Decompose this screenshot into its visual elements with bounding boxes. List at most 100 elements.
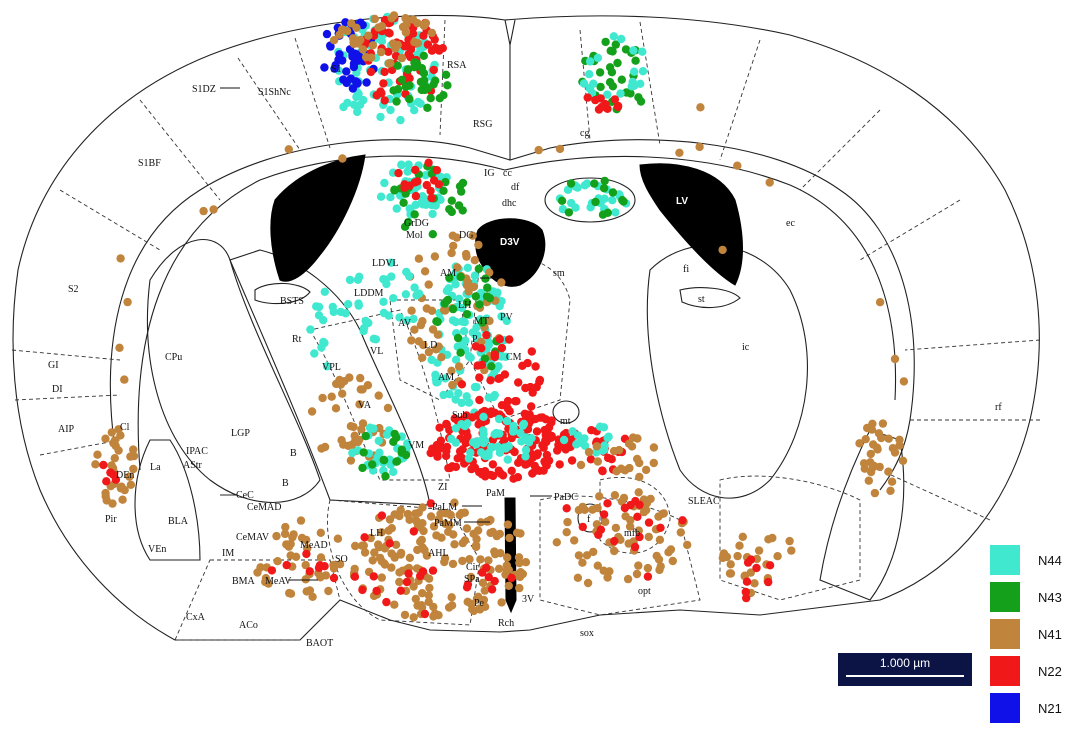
neuron-marker [535, 375, 545, 385]
neuron-marker [393, 61, 402, 70]
neuron-marker [376, 192, 386, 201]
region-label: sox [580, 628, 594, 639]
neuron-marker [497, 278, 506, 287]
neuron-marker [281, 522, 290, 532]
neuron-marker [476, 555, 485, 564]
region-label: PaMM [434, 518, 462, 529]
legend-swatch [990, 656, 1020, 686]
neuron-marker [630, 542, 640, 552]
region-label: f [587, 514, 591, 525]
neuron-marker [405, 553, 415, 562]
neuron-marker [458, 445, 467, 454]
neuron-marker [451, 438, 460, 447]
neuron-marker [445, 425, 454, 435]
neuron-marker [428, 566, 438, 575]
neuron-marker [561, 445, 570, 454]
region-label: CeMAV [236, 532, 270, 543]
neuron-marker [611, 208, 620, 217]
region-label: VA [358, 400, 372, 411]
neuron-marker [419, 340, 428, 350]
neuron-marker [93, 450, 102, 459]
region-label: S1 [331, 64, 342, 75]
neuron-marker [102, 477, 111, 486]
neuron-marker [376, 112, 385, 122]
legend-item-n41: N41 [990, 619, 1066, 649]
neuron-marker [333, 534, 343, 543]
neuron-marker [418, 353, 427, 362]
neuron-marker [445, 390, 454, 399]
region-label: opt [638, 586, 651, 597]
neuron-marker [557, 196, 567, 205]
neuron-marker [591, 197, 600, 207]
region-label: PaLM [432, 502, 457, 513]
neuron-marker [609, 446, 619, 456]
neuron-marker [441, 374, 450, 383]
neuron-marker [447, 601, 457, 610]
neuron-marker [107, 428, 117, 437]
neuron-marker [494, 564, 504, 573]
neuron-marker [457, 187, 466, 196]
region-label: LH [370, 528, 383, 539]
neuron-marker [445, 273, 454, 282]
neuron-marker [116, 484, 126, 493]
neuron-marker [456, 272, 465, 282]
neuron-marker [401, 450, 411, 460]
neuron-marker [456, 348, 465, 357]
neuron-marker [474, 264, 483, 273]
neuron-marker [594, 530, 603, 539]
neuron-marker [599, 510, 609, 519]
neuron-marker [125, 472, 134, 481]
neuron-marker [439, 305, 449, 315]
neuron-marker [418, 567, 428, 576]
neuron-marker [447, 196, 456, 205]
neuron-marker [305, 567, 314, 576]
neuron-marker [401, 290, 411, 299]
neuron-marker [462, 583, 472, 592]
neuron-marker [432, 166, 442, 175]
neuron-marker [504, 581, 513, 590]
neuron-marker [472, 594, 482, 603]
neuron-marker [869, 440, 878, 449]
neuron-marker [486, 376, 495, 385]
neuron-marker [479, 426, 488, 435]
neuron-marker [314, 311, 324, 320]
region-label: Rt [292, 334, 302, 345]
cortex-inner-boundary [109, 139, 915, 491]
neuron-marker [390, 429, 399, 439]
neuron-marker [649, 458, 658, 468]
legend-item-n21: N21 [990, 693, 1066, 723]
neuron-marker [511, 397, 520, 406]
neuron-marker [593, 561, 602, 570]
neuron-marker [387, 272, 396, 281]
neuron-marker [634, 561, 643, 570]
neuron-marker [338, 389, 347, 398]
neuron-marker [598, 210, 608, 219]
neuron-marker [579, 79, 589, 88]
neuron-marker [320, 287, 329, 296]
region-label: BSTS [280, 296, 304, 307]
neuron-marker [402, 20, 411, 29]
neuron-marker [624, 539, 633, 548]
neuron-marker [600, 176, 609, 186]
neuron-marker [544, 456, 554, 465]
neuron-marker [486, 515, 495, 525]
neuron-marker [401, 14, 410, 23]
region-label: La [150, 462, 161, 473]
neuron-marker [754, 546, 764, 555]
neuron-marker [601, 517, 610, 527]
neuron-marker [428, 209, 437, 219]
neuron-marker [377, 511, 387, 520]
neuron-marker [890, 354, 900, 364]
neuron-marker [402, 316, 412, 325]
scale-bar: 1.000 µm [838, 653, 972, 686]
brain-outline [12, 14, 1040, 641]
neuron-marker [516, 428, 525, 438]
region-label: LDDM [354, 288, 384, 299]
neuron-marker [484, 393, 493, 402]
region-label: 3V [522, 594, 535, 605]
neuron-marker [385, 29, 394, 38]
neuron-marker [629, 46, 638, 55]
neuron-marker [595, 422, 605, 431]
neuron-marker [349, 422, 358, 432]
neuron-marker [422, 551, 432, 560]
